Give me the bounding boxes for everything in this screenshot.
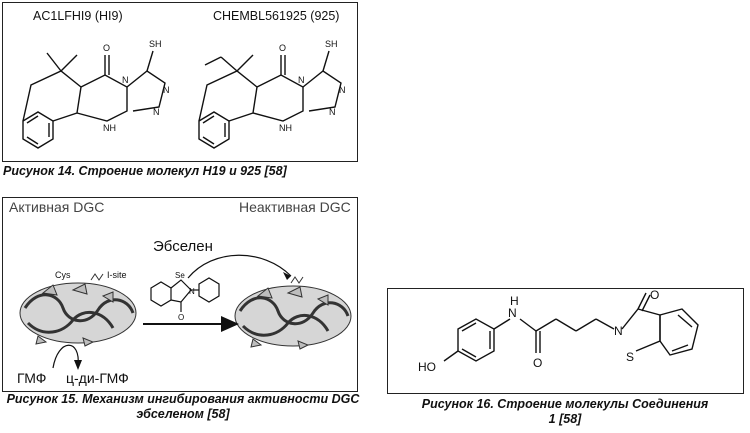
atom-nh-hi9: NH — [103, 123, 116, 133]
figure-15-caption: Рисунок 15. Механизм ингибирования актив… — [6, 392, 360, 421]
ebselen-structure — [150, 277, 220, 312]
atom-s-ring: S — [626, 350, 634, 364]
label-gmp: ГМФ — [17, 370, 47, 386]
ebselen-arrow-head — [283, 272, 291, 280]
atom-n2-925: N — [339, 85, 346, 95]
atom-o-925: O — [279, 43, 286, 53]
active-dgc-protein — [19, 273, 137, 347]
atom-h-amide: H — [510, 294, 519, 308]
figure-15-diagram: Se N O Cys I-site — [19, 254, 352, 370]
figure-15: Активная DGC Неактивная DGC Эбселен ГМФ … — [2, 197, 358, 392]
figure-14: AC1LFHI9 (HI9) CHEMBL561925 (925) — [2, 2, 358, 162]
label-i-site: I-site — [107, 270, 127, 280]
atom-o-ring: O — [650, 289, 659, 302]
molecule-hi9-structure — [22, 50, 166, 149]
label-inactive-dgc: Неактивная DGC — [239, 199, 351, 215]
atom-ho: HO — [418, 360, 436, 374]
atom-n1-hi9: N — [122, 75, 129, 85]
figure-16: HO N H O N S O — [387, 288, 744, 394]
atom-n-amide: N — [508, 306, 517, 320]
atom-nh-925: NH — [279, 123, 292, 133]
atom-n3-hi9: N — [153, 107, 160, 117]
atom-sh-925: SH — [325, 39, 338, 49]
atom-se: Se — [175, 271, 185, 280]
atom-o-amide: O — [533, 356, 542, 370]
gmp-conversion-arrow — [52, 344, 79, 369]
figure-14-structures: O SH N N N NH O SH N N N NH — [22, 39, 346, 149]
atom-n1-925: N — [298, 75, 305, 85]
inactive-dgc-protein — [234, 276, 352, 350]
label-active-dgc: Активная DGC — [9, 199, 105, 215]
label-c-di-gmp: ц-ди-ГМФ — [66, 370, 129, 386]
reaction-arrow-head — [221, 316, 239, 332]
atom-o-ebselen: O — [178, 313, 184, 322]
figure-14-caption: Рисунок 14. Строение молекул H19 и 925 [… — [3, 164, 287, 178]
molecule-label-925: CHEMBL561925 (925) — [213, 9, 340, 23]
ebselen-binding-arrow — [187, 254, 292, 279]
label-cys: Cys — [55, 270, 71, 280]
atom-n-ring: N — [614, 324, 623, 338]
label-ebselen: Эбселен — [153, 238, 213, 255]
atom-n3-925: N — [329, 107, 336, 117]
atom-o-hi9: O — [103, 43, 110, 53]
figure-16-caption: Рисунок 16. Строение молекулы Соединения… — [421, 397, 709, 426]
atom-n2-hi9: N — [163, 85, 170, 95]
figure-16-structure: HO N H O N S O — [418, 289, 699, 374]
atom-n-ebselen: N — [189, 287, 195, 296]
atom-sh-hi9: SH — [149, 39, 162, 49]
molecule-label-hi9: AC1LFHI9 (HI9) — [33, 9, 123, 23]
gmp-arrow-head — [74, 360, 82, 370]
molecule-925-structure — [198, 50, 342, 149]
